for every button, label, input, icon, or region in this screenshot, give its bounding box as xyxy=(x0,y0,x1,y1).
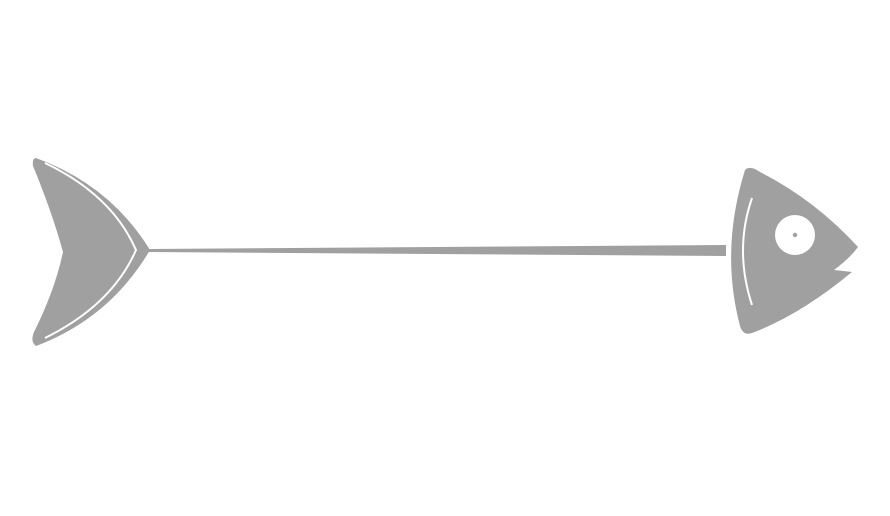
eye-pupil xyxy=(792,232,798,238)
fish-spine xyxy=(148,245,726,256)
tail-highlight-line xyxy=(44,162,138,339)
gill-line xyxy=(742,197,753,306)
fish-tail xyxy=(32,158,150,346)
fish-head xyxy=(731,167,858,334)
tail-fin xyxy=(32,158,150,346)
